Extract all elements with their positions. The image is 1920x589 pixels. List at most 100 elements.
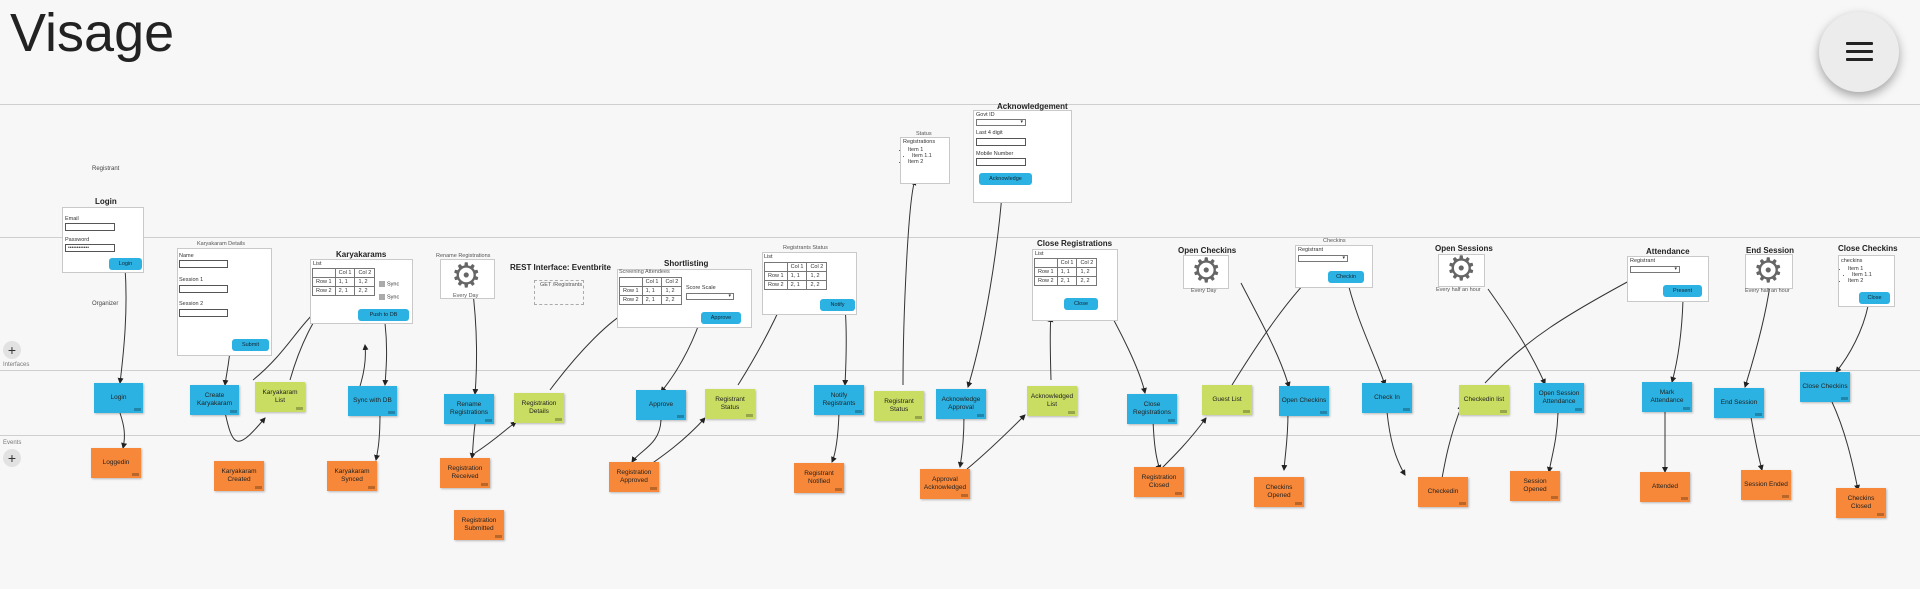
connector [1835,305,1869,373]
list-item: Item 1 [1848,266,1872,272]
lane-label-events: Events [3,440,22,446]
sync-label: Sync [387,281,400,288]
sticky-registration-received[interactable]: Registration Received [440,458,490,488]
sticky-registrant-notified[interactable]: Registrant Notified [794,463,844,493]
sticky-registration-closed[interactable]: Registration Closed [1134,467,1184,497]
sticky-open-checkins[interactable]: Open Checkins [1279,386,1329,416]
connector [831,412,840,463]
sticky-sync-with-db[interactable]: Sync with DB [348,386,397,416]
table-cell [764,262,788,272]
sync-checkbox[interactable]: Sync [379,294,399,300]
sticky-login[interactable]: Login [94,383,143,413]
hamburger-menu-icon-bar [1846,50,1873,53]
menu-button[interactable] [1819,12,1899,92]
notify-button[interactable]: Notify [820,299,855,311]
close-button[interactable]: Close [1859,292,1890,304]
end-session-wireframe [1745,254,1793,289]
checkins-label: checkins [1841,258,1863,264]
connector [1546,412,1559,473]
sticky-acknowledge-approval[interactable]: Acknowledge Approval [936,389,986,419]
sticky-end-session[interactable]: End Session [1714,388,1764,418]
table-header: Col 2 [806,262,828,272]
table-row-header: Row 2 [619,295,643,305]
add-lane-button[interactable]: + [3,449,21,467]
sticky-karyakaram-synced[interactable]: Karyakaram Synced [327,461,377,491]
sticky-karyakaram-created[interactable]: Karyakaram Created [214,461,264,491]
registrant-dropdown[interactable]: ▾ [1630,266,1680,273]
list-label: List [313,261,322,267]
score-scale-dropdown[interactable]: ▾ [686,293,734,300]
connector [1240,282,1291,388]
sticky-registration-details[interactable]: Registration Details [514,393,564,423]
sticky-check-in[interactable]: Check In [1362,383,1412,413]
session2-field[interactable] [179,309,228,317]
sticky-registration-submitted[interactable]: Registration Submitted [454,510,504,540]
connector [224,411,266,442]
list-item: Item 1.1 [1852,272,1872,278]
karyakaram-details-title: Karyakaram Details [197,241,245,247]
connector [957,414,965,468]
table-cell: 2, 1 [1056,276,1078,286]
app-title: Visage [10,3,175,63]
sticky-close-checkins[interactable]: Close Checkins [1800,372,1850,402]
sticky-checkedin[interactable]: Checkedin [1418,477,1468,507]
submit-button[interactable]: Submit [232,339,269,351]
sticky-close-registrations[interactable]: Close Registrations [1127,394,1177,424]
push-to-db-button[interactable]: Push to DB [358,309,409,321]
sticky-guest-list[interactable]: Guest List [1202,385,1252,415]
sticky-approval-acknowledged[interactable]: Approval Acknowledged [920,469,970,499]
table-cell [312,268,336,278]
last-4-digit-field[interactable] [976,138,1026,146]
table-row-header: Row 1 [619,286,643,296]
sticky-attended[interactable]: Attended [1640,472,1690,502]
actor-label-registrant: Registrant [92,166,120,172]
lane-divider-events [0,435,1920,436]
connector [842,306,849,386]
checkin-button[interactable]: Checkin [1328,271,1364,283]
open-checkins-title: Open Checkins [1178,246,1237,255]
table-header: Col 1 [1056,258,1078,268]
govt-id-dropdown[interactable]: ▾ [976,119,1026,126]
scheduler-caption: Every Day [453,293,479,299]
sticky-acknowledged-list[interactable]: Acknowledged List [1027,386,1077,416]
name-field[interactable] [179,260,228,268]
sticky-registration-approved[interactable]: Registration Approved [609,462,659,492]
sticky-mark-attendance[interactable]: Mark Attendance [1642,382,1692,412]
login-button[interactable]: Login [109,258,142,270]
add-lane-button[interactable]: + [3,341,21,359]
sticky-approve[interactable]: Approve [636,390,686,420]
name-label: Name [179,253,194,259]
table-cell: 2, 2 [354,286,376,296]
approve-button[interactable]: Approve [701,312,741,324]
table-row-header: Row 1 [1034,267,1058,277]
sync-checkbox[interactable]: Sync [379,281,399,287]
sticky-checkins-closed[interactable]: Checkins Closed [1836,488,1886,518]
password-field[interactable]: •••••••••••• [65,244,115,252]
sticky-session-ended[interactable]: Session Ended [1741,470,1791,500]
lane-divider-interfaces [0,370,1920,371]
sticky-registrant-status[interactable]: Registrant Status [705,389,755,419]
sticky-checkins-opened[interactable]: Checkins Opened [1254,477,1304,507]
table-row-header: Row 2 [312,286,336,296]
list-label: List [1035,251,1044,257]
email-field[interactable] [65,223,115,231]
sticky-session-opened[interactable]: Session Opened [1510,471,1560,501]
sticky-rename-registrations[interactable]: Rename Registrations [444,394,494,424]
table-cell: 1, 2 [1076,267,1098,277]
session1-field[interactable] [179,285,228,293]
table-header: Col 1 [786,262,808,272]
mobile-number-field[interactable] [976,158,1026,166]
acknowledge-button[interactable]: Acknowledge [979,173,1032,185]
present-button[interactable]: Present [1663,285,1702,297]
close-button[interactable]: Close [1064,298,1098,310]
sticky-open-session-attendance[interactable]: Open Session Attendance [1534,383,1584,413]
sticky-loggedin[interactable]: Loggedin [91,448,141,478]
registrant-dropdown[interactable]: ▾ [1298,255,1348,262]
sticky-registrant-status[interactable]: Registrant Status [874,391,924,421]
list-item: Item 1.1 [912,153,932,159]
sticky-notify-registrants[interactable]: Notify Registrants [814,385,864,415]
sticky-checkedin-list[interactable]: Checkedin list [1459,385,1509,415]
sticky-create-karyakaram[interactable]: Create Karyakaram [190,385,239,415]
sticky-karyakaram-list[interactable]: Karyakaram List [255,382,305,412]
lane-divider-top [0,104,1920,105]
